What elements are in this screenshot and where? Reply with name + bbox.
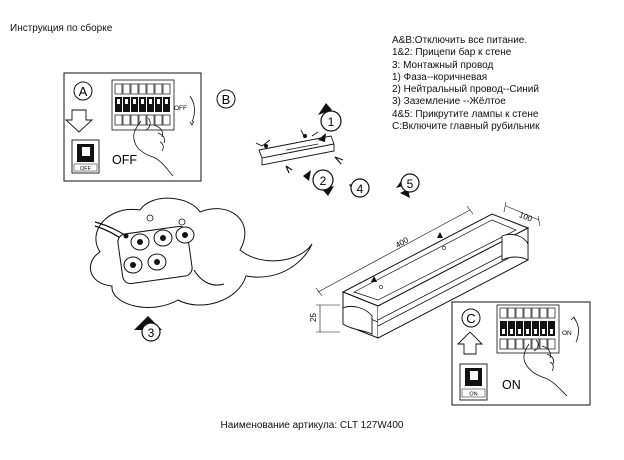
dimension-lines bbox=[315, 201, 541, 333]
mounting-bar bbox=[255, 129, 344, 174]
instruction-3-3: 3) Заземление --Жёлтое bbox=[392, 96, 506, 108]
panel-off: A O bbox=[63, 72, 202, 182]
instruction-12: 1&2: Прицепи бар к стене bbox=[392, 47, 512, 59]
lamp-fixture bbox=[341, 213, 530, 339]
hand-on-icon bbox=[523, 339, 568, 397]
step-2-label: 2 bbox=[320, 174, 327, 188]
dimension-length: 400 bbox=[394, 235, 411, 250]
page-title: Инструкция по сборке bbox=[10, 23, 113, 34]
dimension-height: 25 bbox=[309, 313, 318, 322]
rotate-arrow-icon bbox=[189, 95, 195, 123]
step-3-arrow-icon: 3 bbox=[134, 316, 162, 342]
breaker-on-label: ON bbox=[562, 330, 572, 337]
instruction-c: C:Включите главный рубильник bbox=[392, 121, 540, 133]
switch-off-label: OFF bbox=[80, 166, 92, 172]
step-5-label: 5 bbox=[407, 177, 414, 191]
step-4-arrow-icon: 4 bbox=[349, 178, 370, 198]
wiring-cloud bbox=[90, 197, 313, 308]
breaker-box-off bbox=[111, 79, 175, 131]
instruction-3-2: 2) Нейтральный провод--Синий bbox=[392, 84, 539, 96]
step-a-label: A bbox=[79, 84, 88, 99]
wall-switch-off-icon: OFF bbox=[71, 139, 100, 174]
breaker-off-label: OFF bbox=[174, 105, 187, 112]
arrow-up-icon bbox=[456, 331, 484, 355]
step-4-label: 4 bbox=[357, 182, 364, 196]
instructions-list: A&B:Отключить все питание. 1&2: Прицепи … bbox=[392, 35, 540, 133]
switch-on-label: ON bbox=[469, 392, 477, 398]
instruction-3-1: 1) Фаза--коричневая bbox=[392, 71, 488, 83]
arrow-down-icon bbox=[64, 109, 94, 133]
step-c-circle bbox=[461, 308, 481, 328]
step-a-circle bbox=[73, 81, 93, 101]
step-1-arrow-icon: 1 bbox=[318, 103, 342, 142]
step-b-circle bbox=[216, 89, 236, 109]
dimension-width: 100 bbox=[518, 210, 534, 224]
panel-on: C ON bbox=[451, 301, 591, 406]
article-name: Наименование артикула: CLT 127W400 bbox=[220, 420, 404, 431]
step-3-label: 3 bbox=[148, 326, 155, 340]
step-2-arrow-icon: 2 bbox=[303, 169, 334, 196]
step-5-arrow-icon: 5 bbox=[396, 173, 420, 198]
step-c-label: C bbox=[466, 311, 475, 326]
breaker-box-on bbox=[496, 304, 560, 354]
terminal-block-icon bbox=[117, 214, 195, 285]
step-1-label: 1 bbox=[328, 115, 335, 129]
instruction-3: 3: Монтажный провод bbox=[392, 59, 494, 71]
step-b-label: B bbox=[222, 92, 231, 107]
instruction-45: 4&5: Прикрутите лампы к стене bbox=[392, 108, 539, 120]
hand-icon bbox=[133, 117, 174, 177]
instruction-ab: A&B:Отключить все питание. bbox=[392, 35, 528, 46]
wall-switch-on-icon: ON bbox=[459, 363, 488, 401]
on-word: ON bbox=[502, 378, 521, 392]
off-word: OFF bbox=[112, 153, 137, 167]
